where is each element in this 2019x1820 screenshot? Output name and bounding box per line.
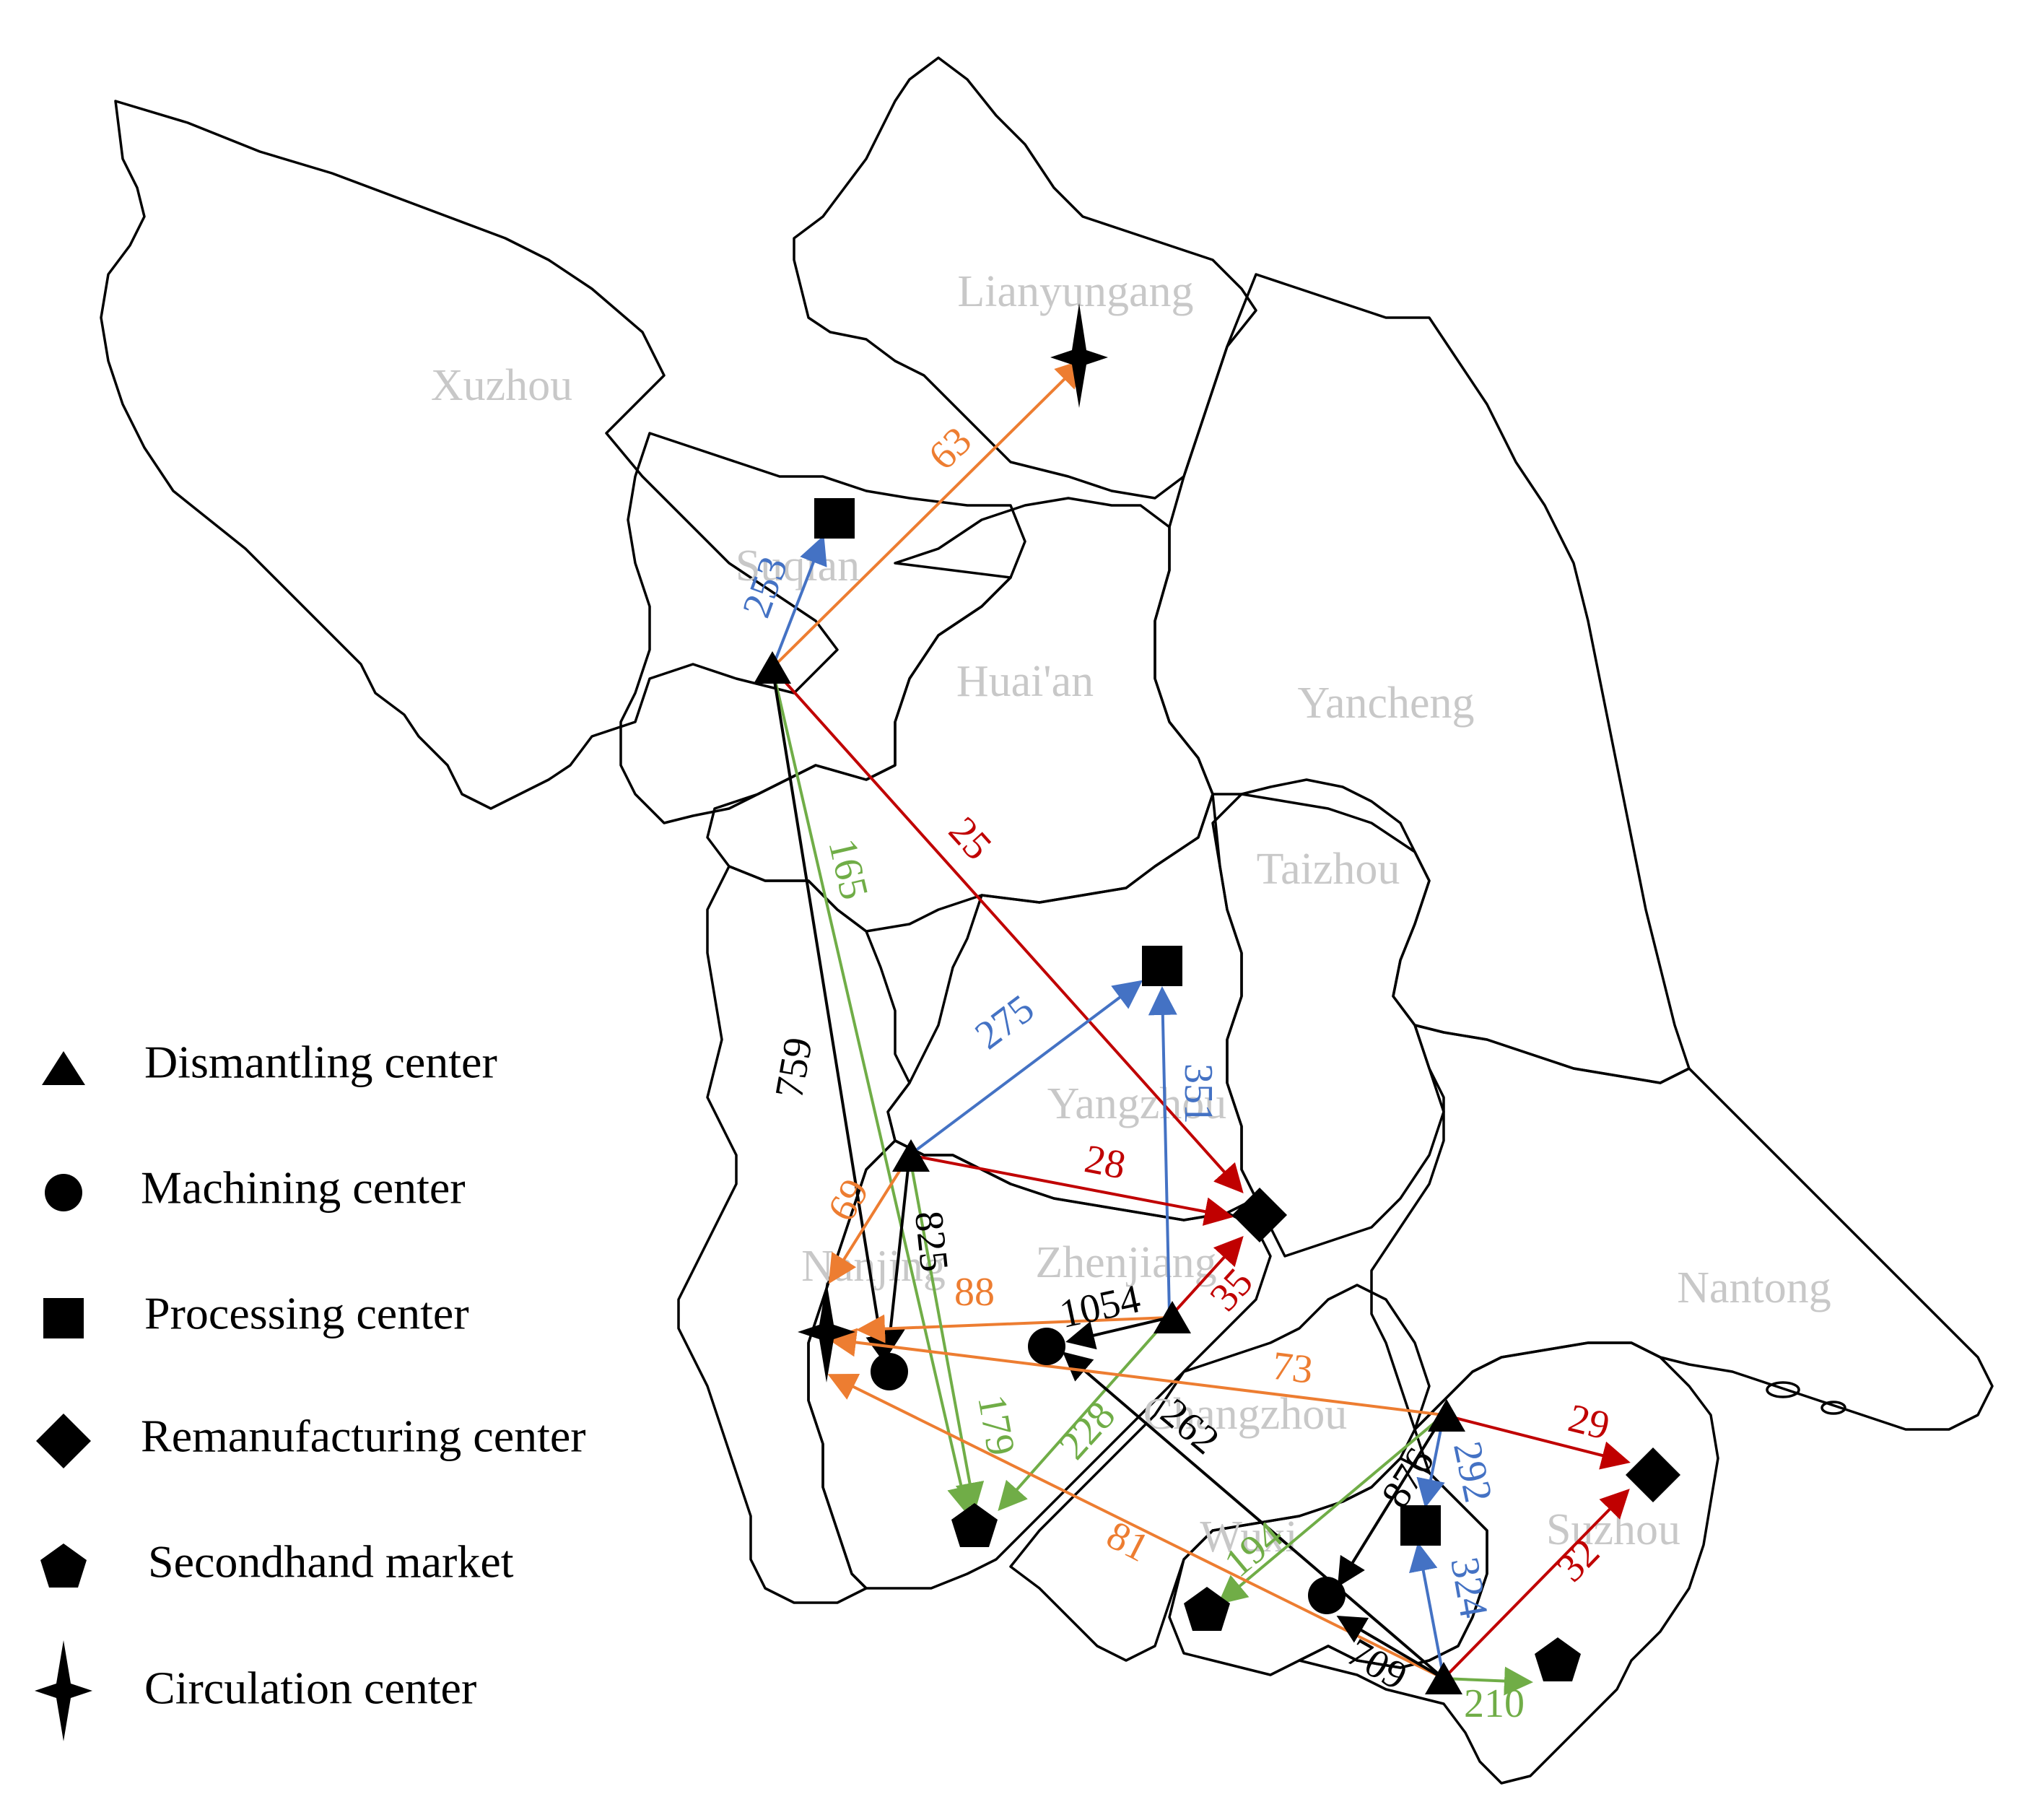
- legend-diamond-icon: [36, 1414, 91, 1468]
- secondhand-market-icon: [1184, 1587, 1230, 1631]
- boundary-zhenjiang: [807, 1139, 1272, 1590]
- flow-arrow-63: [771, 359, 1085, 669]
- circulation-center-icon: [798, 1281, 855, 1383]
- flow-label-275: 275: [967, 986, 1042, 1058]
- legend-star-icon: [35, 1640, 92, 1741]
- legend-label-processing: Processing center: [144, 1288, 469, 1339]
- island-1: [1766, 1381, 1800, 1398]
- circulation-center-icon: [1050, 303, 1108, 408]
- city-label-zhenjiang: Zhenjiang: [1035, 1238, 1216, 1287]
- flow-arrow-29: [1443, 1414, 1631, 1470]
- flow-arrow-275: [908, 980, 1143, 1157]
- legend-square-icon: [43, 1298, 84, 1338]
- processing-center-icon: [1400, 1505, 1441, 1546]
- city-boundaries: [100, 56, 1994, 1785]
- flow-arrow-210: [1443, 1666, 1533, 1696]
- boundary-nanjing: [677, 865, 911, 1604]
- flow-arrow-351: [1148, 986, 1177, 1315]
- boundary-xuzhou: [100, 100, 839, 810]
- flow-label-88: 88: [954, 1270, 995, 1315]
- flow-arrow-253: [771, 535, 827, 669]
- boundary-suqian: [619, 432, 1026, 824]
- remanufacturing-center-icon: [1232, 1188, 1287, 1242]
- flow-arrow-179: [908, 1154, 985, 1512]
- city-label-nantong: Nantong: [1677, 1263, 1831, 1312]
- city-label-yancheng: Yancheng: [1297, 679, 1474, 728]
- flow-arrow-262: [1062, 1351, 1445, 1680]
- flow-arrow-228: [998, 1316, 1171, 1511]
- flow-arrow-876: [1337, 1414, 1445, 1588]
- city-label-xuzhou: Xuzhou: [431, 361, 572, 410]
- flow-arrow-73: [827, 1328, 1444, 1416]
- legend-circle-icon: [45, 1174, 82, 1211]
- legend-label-circulation: Circulation center: [144, 1663, 476, 1714]
- flow-label-351: 351: [1176, 1063, 1221, 1124]
- flow-arrow-88: [856, 1314, 1170, 1344]
- boundary-nantong: [1370, 1024, 1994, 1431]
- city-label-wuxi: Wuxi: [1200, 1512, 1297, 1562]
- machining-center-icon: [1028, 1328, 1065, 1365]
- flow-arrow-759: [771, 667, 895, 1364]
- flow-label-825: 825: [906, 1209, 956, 1273]
- flow-arrow-1054: [1065, 1316, 1170, 1350]
- dismantling-center-icon: [1425, 1662, 1462, 1694]
- city-label-suqian: Suqian: [736, 541, 860, 591]
- city-label-huaian: Huai'an: [956, 657, 1094, 706]
- city-label-taizhou: Taizhou: [1257, 845, 1400, 894]
- island-2: [1820, 1401, 1846, 1415]
- flow-arrow-709: [1336, 1615, 1445, 1680]
- boundary-lianyungang: [793, 56, 1257, 500]
- dismantling-center-icon: [754, 651, 791, 684]
- machining-center-icon: [871, 1353, 908, 1390]
- flow-label-28: 28: [1081, 1136, 1130, 1188]
- processing-center-icon: [1142, 946, 1182, 986]
- flow-label-165: 165: [819, 835, 876, 904]
- city-label-yangzhou: Yangzhou: [1047, 1079, 1227, 1128]
- legend-label-secondhand: Secondhand market: [148, 1536, 514, 1588]
- dismantling-center-icon: [892, 1139, 930, 1172]
- dismantling-center-icon: [1154, 1301, 1191, 1333]
- legend-label-remanufacturing: Remanufacturing center: [141, 1411, 586, 1462]
- remanufacturing-center-icon: [1626, 1447, 1680, 1502]
- flow-arrow-825: [876, 1154, 911, 1357]
- flow-label-81: 81: [1099, 1512, 1156, 1571]
- legend-label-dismantling: Dismantling center: [144, 1037, 497, 1088]
- city-label-lianyungang: Lianyungang: [957, 267, 1193, 316]
- facility-symbols: [754, 303, 1680, 1694]
- flow-label-324: 324: [1442, 1554, 1496, 1621]
- secondhand-market-icon: [951, 1503, 998, 1547]
- flow-label-210: 210: [1464, 1681, 1525, 1726]
- flow-label-709: 709: [1340, 1630, 1415, 1699]
- flow-arrow-324: [1409, 1542, 1445, 1679]
- machining-center-icon: [1308, 1577, 1346, 1614]
- flow-label-179: 179: [969, 1391, 1024, 1458]
- flow-label-73: 73: [1270, 1344, 1315, 1393]
- flow-arrow-32: [1442, 1489, 1630, 1680]
- processing-center-icon: [814, 498, 855, 539]
- flow-arrow-28: [909, 1154, 1234, 1226]
- flow-arrow-165: [771, 667, 976, 1515]
- legend-triangle-icon: [42, 1051, 85, 1085]
- flow-label-759: 759: [767, 1034, 821, 1101]
- secondhand-market-icon: [1535, 1637, 1581, 1681]
- legend: Dismantling center Machining center Proc…: [35, 1037, 586, 1741]
- city-label-nanjing: Nanjing: [801, 1242, 946, 1291]
- legend-pentagon-icon: [40, 1543, 87, 1588]
- legend-label-machining: Machining center: [141, 1162, 466, 1214]
- flow-arrow-35: [1168, 1236, 1244, 1319]
- flow-arrows: [771, 359, 1631, 1696]
- dismantling-center-icon: [1428, 1399, 1465, 1432]
- flow-label-29: 29: [1564, 1396, 1614, 1449]
- city-labels: Lianyungang Xuzhou Suqian Huai'an Yanche…: [431, 267, 1831, 1562]
- flow-label-25: 25: [940, 809, 1000, 868]
- flow-arrow-69: [828, 1154, 911, 1284]
- flow-label-876: 876: [1373, 1440, 1443, 1515]
- flow-arrow-194: [1217, 1414, 1445, 1605]
